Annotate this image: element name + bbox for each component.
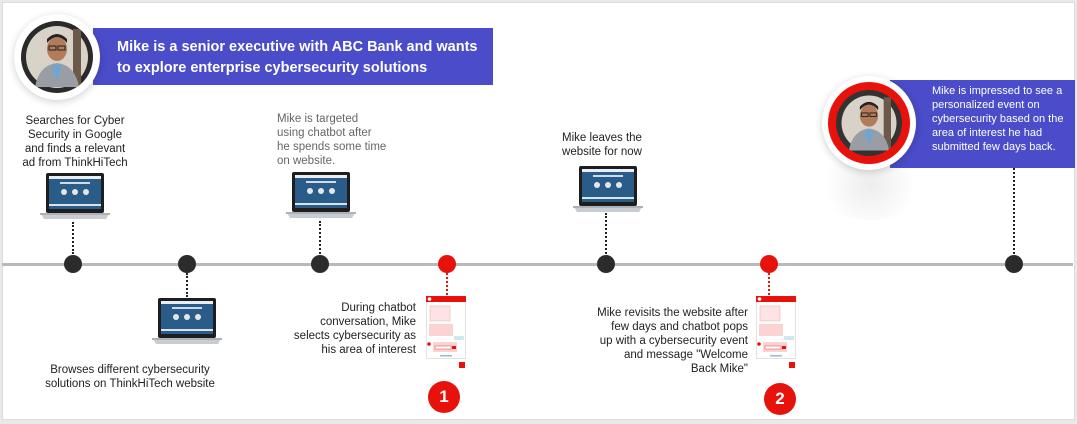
connector bbox=[446, 273, 448, 295]
person-photo-icon bbox=[841, 95, 897, 151]
laptop-icon bbox=[152, 297, 222, 347]
timeline-marker-5 bbox=[597, 255, 615, 273]
step-badge-1: 1 bbox=[428, 381, 460, 413]
connector bbox=[186, 273, 188, 297]
connector bbox=[72, 222, 74, 254]
timeline-marker-3 bbox=[311, 255, 329, 273]
step-2-caption: Browses different cybersecurity solution… bbox=[45, 364, 215, 390]
step-6-caption: Mike revisits the website after few days… bbox=[597, 307, 748, 375]
timeline-marker-6 bbox=[760, 255, 778, 273]
avatar-photo bbox=[21, 21, 93, 93]
connector bbox=[1013, 168, 1015, 254]
laptop-icon bbox=[40, 172, 110, 222]
step-badge-2: 2 bbox=[764, 383, 796, 415]
timeline-marker-4 bbox=[438, 255, 456, 273]
persona-avatar bbox=[14, 14, 100, 100]
avatar-dark-ring bbox=[836, 90, 902, 156]
step-1-caption: Searches for Cyber Security in Google an… bbox=[22, 115, 128, 169]
timeline-marker-2 bbox=[178, 255, 196, 273]
laptop-icon bbox=[286, 171, 356, 221]
chatbot-icon bbox=[426, 296, 466, 376]
step-3-caption: Mike is targeted using chatbot after he … bbox=[277, 113, 387, 167]
timeline-line bbox=[2, 263, 1073, 266]
timeline-marker-7 bbox=[1005, 255, 1023, 273]
person-photo-icon bbox=[26, 26, 88, 88]
connector bbox=[319, 221, 321, 254]
outcome-banner: Mike is impressed to see a personalized … bbox=[890, 80, 1075, 168]
avatar-red-ring bbox=[828, 82, 910, 164]
step-4-caption: During chatbot conversation, Mike select… bbox=[293, 302, 416, 356]
connector bbox=[605, 213, 607, 254]
connector bbox=[768, 273, 770, 295]
persona-banner: Mike is a senior executive with ABC Bank… bbox=[93, 28, 493, 85]
outcome-avatar bbox=[822, 76, 916, 170]
chatbot-icon bbox=[756, 296, 796, 376]
timeline-marker-1 bbox=[64, 255, 82, 273]
laptop-icon bbox=[573, 165, 643, 215]
step-5-caption: Mike leaves the website for now bbox=[562, 132, 642, 158]
